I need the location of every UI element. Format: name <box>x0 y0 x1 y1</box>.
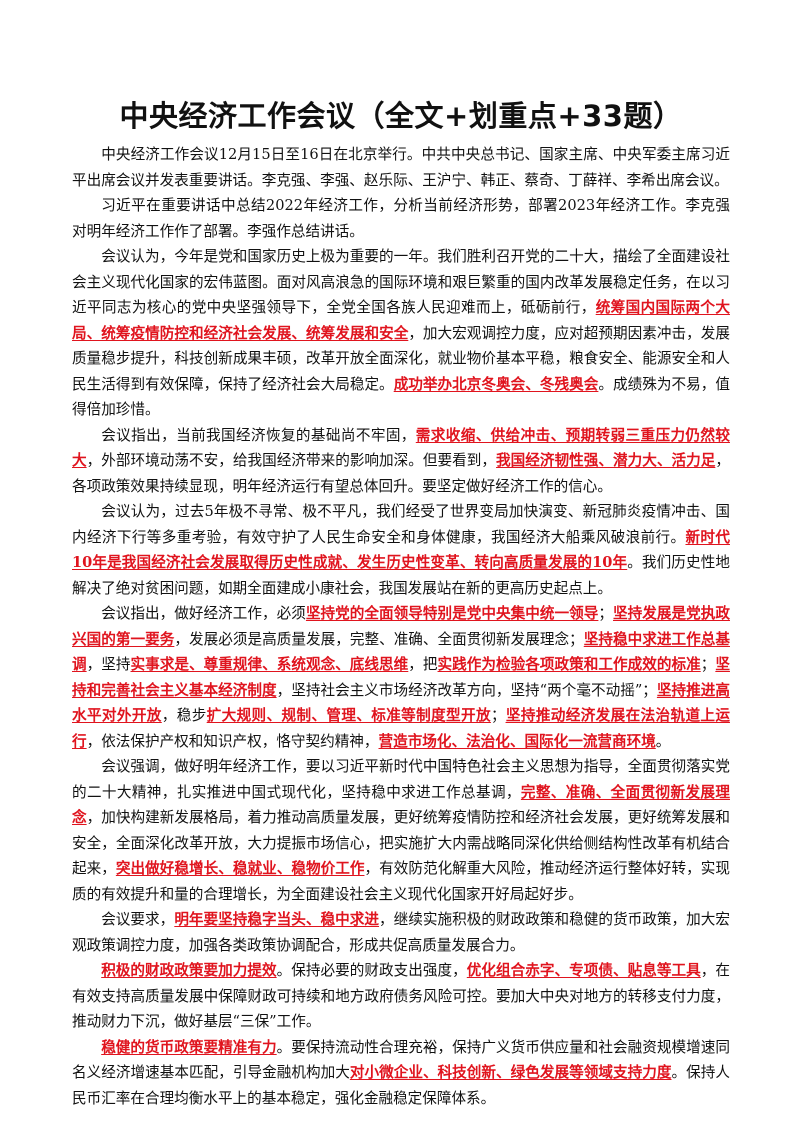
body-text: 。要保持流动性合理充裕，保持广义货币供应量和社会融资规模增速同名义经济增速基本匹… <box>72 1038 730 1082</box>
key-point-highlight: 统筹国内国际两个大局、统筹疫情防控和经济社会发展、统筹发展和安全 <box>72 299 730 342</box>
body-text: 中央经济工作会议12月15日至16日在北京举行。中共中央总书记、国家主席、中央军… <box>72 146 730 189</box>
document-title: 中央经济工作会议（全文+划重点+33题） <box>119 99 683 133</box>
body-text: ，外部环境动荡不安，给我国经济带来的影响加深。但要看到， <box>86 452 497 469</box>
body-text: ，加快构建新发展格局，着力推动高质量发展，更好统筹疫情防控和经济社会发展，更好统… <box>72 809 730 877</box>
paragraph: 会议指出，当前我国经济恢复的基础尚不牢固，需求收缩、供给冲击、预期转弱三重压力仍… <box>72 423 730 500</box>
key-point-highlight: 坚持稳中求进工作总基调 <box>72 630 730 674</box>
key-point-highlight: 坚持推动经济发展在法治轨道上运行 <box>72 707 730 750</box>
paragraph: 习近平在重要讲话中总结2022年经济工作，分析当前经济形势，部署2023年经济工… <box>72 193 730 244</box>
body-text: ，继续实施积极的财政政策和稳健的货币政策，加大宏观政策调控力度，加强各类政策协调… <box>72 911 730 954</box>
body-text: 。保持人民币汇率在合理均衡水平上的基本稳定，强化金融稳定保障体系。 <box>72 1064 730 1107</box>
body-text: 会议认为，过去5年极不寻常、极不平凡，我们经受了世界变局加快演变、新冠肺炎疫情冲… <box>72 503 730 546</box>
body-text: 会议指出，做好经济工作，必须 <box>101 605 306 622</box>
key-point-highlight: 完整、准确、全面贯彻新发展理念 <box>72 783 730 827</box>
body-text: 。保持必要的财政支出强度， <box>276 962 467 979</box>
key-point-highlight: 新时代10年是我国经济社会发展取得历史性成就、发生历史性变革、转向高质量发展的1… <box>72 528 730 572</box>
body-text: 。成绩殊为不易，值得倍加珍惜。 <box>72 375 730 419</box>
body-text: ； <box>490 707 506 724</box>
key-point-highlight: 优化组合赤字、专项债、贴息等工具 <box>466 962 701 979</box>
paragraph: 会议认为，过去5年极不寻常、极不平凡，我们经受了世界变局加快演变、新冠肺炎疫情冲… <box>72 499 730 601</box>
key-point-highlight: 实事求是、尊重规律、系统观念、底线思维 <box>130 656 409 673</box>
key-point-highlight: 我国经济韧性强、潜力大、活力足 <box>496 452 716 469</box>
key-point-highlight: 需求收缩、供给冲击、预期转弱三重压力仍然较大 <box>72 426 730 470</box>
body-text: ； <box>598 605 613 622</box>
paragraph: 会议认为，今年是党和国家历史上极为重要的一年。我们胜利召开党的二十大，描绘了全面… <box>72 244 730 423</box>
body-text: 会议指出，当前我国经济恢复的基础尚不牢固， <box>101 426 416 444</box>
document-body: 中央经济工作会议12月15日至16日在北京举行。中共中央总书记、国家主席、中央军… <box>72 142 730 1111</box>
paragraph: 中央经济工作会议12月15日至16日在北京举行。中共中央总书记、国家主席、中央军… <box>72 142 730 193</box>
paragraph: 会议要求，明年要坚持稳字当头、稳中求进，继续实施积极的财政政策和稳健的货币政策，… <box>72 907 730 958</box>
body-text: 。我们历史性地解决了绝对贫困问题，如期全面建成小康社会，我国发展站在新的更高历史… <box>72 554 730 597</box>
body-text: 会议认为，今年是党和国家历史上极为重要的一年。我们胜利召开党的二十大，描绘了全面… <box>72 248 730 316</box>
key-point-highlight: 坚持党的全面领导特别是党中央集中统一领导 <box>305 605 599 622</box>
key-point-highlight: 扩大规则、规制、管理、标准等制度型开放 <box>206 707 491 724</box>
key-point-highlight: 稳健的货币政策要精准有力 <box>101 1038 277 1056</box>
body-text: ，有效防范化解重大风险，推动经济运行整体好转，实现质的有效提升和量的合理增长，为… <box>72 860 730 903</box>
body-text: ，把 <box>408 656 438 673</box>
body-text: 习近平在重要讲话中总结2022年经济工作，分析当前经济形势，部署2023年经济工… <box>72 197 730 240</box>
body-text: ，稳步 <box>161 707 207 724</box>
key-point-highlight: 明年要坚持稳字当头、稳中求进 <box>174 911 380 928</box>
body-text: 。 <box>655 732 671 750</box>
body-text: ，发展必须是高质量发展，完整、准确、全面贯彻新发展理念； <box>174 630 584 648</box>
key-point-highlight: 实践作为检验各项政策和工作成效的标准 <box>437 656 701 673</box>
paragraph: 积极的财政政策要加力提效。保持必要的财政支出强度，优化组合赤字、专项债、贴息等工… <box>72 958 730 1035</box>
key-point-highlight: 坚持和完善社会主义基本经济制度 <box>72 656 730 699</box>
key-point-highlight: 成功举办北京冬奥会、冬残奥会 <box>393 375 599 393</box>
body-text: 会议要求， <box>101 911 175 928</box>
paragraph: 会议指出，做好经济工作，必须坚持党的全面领导特别是党中央集中统一领导；坚持发展是… <box>72 601 730 754</box>
body-text: 会议强调，做好明年经济工作，要以习近平新时代中国特色社会主义思想为指导，全面贯彻… <box>72 758 730 801</box>
body-text: ，在有效支持高质量发展中保障财政可持续和地方政府债务风险可控。要加大中央对地方的… <box>72 962 730 1030</box>
key-point-highlight: 坚持推进高水平对外开放 <box>72 681 730 725</box>
paragraph: 稳健的货币政策要精准有力。要保持流动性合理充裕，保持广义货币供应量和社会融资规模… <box>72 1035 730 1112</box>
key-point-highlight: 突出做好稳增长、稳就业、稳物价工作 <box>115 860 365 877</box>
body-text: ，各项政策效果持续显现，明年经济运行有望总体回升。要坚定做好经济工作的信心。 <box>72 452 730 495</box>
key-point-highlight: 营造市场化、法治化、国际化一流营商环境 <box>378 732 656 750</box>
body-text: ，依法保护产权和知识产权，恪守契约精神， <box>86 732 379 750</box>
body-text: ，加大宏观调控力度，应对超预期因素冲击，发展质量稳步提升，科技创新成果丰硕，改革… <box>72 324 730 393</box>
key-point-highlight: 坚持发展是党执政兴国的第一要务 <box>72 605 730 648</box>
body-text: ； <box>700 656 716 673</box>
body-text: ，坚持 <box>86 656 131 673</box>
key-point-highlight: 对小微企业、科技创新、绿色发展等领域支持力度 <box>349 1064 672 1081</box>
key-point-highlight: 积极的财政政策要加力提效 <box>101 962 277 979</box>
paragraph: 会议强调，做好明年经济工作，要以习近平新时代中国特色社会主义思想为指导，全面贯彻… <box>72 754 730 907</box>
body-text: ，坚持社会主义市场经济改革方向，坚持“两个毫不动摇”； <box>276 681 657 699</box>
